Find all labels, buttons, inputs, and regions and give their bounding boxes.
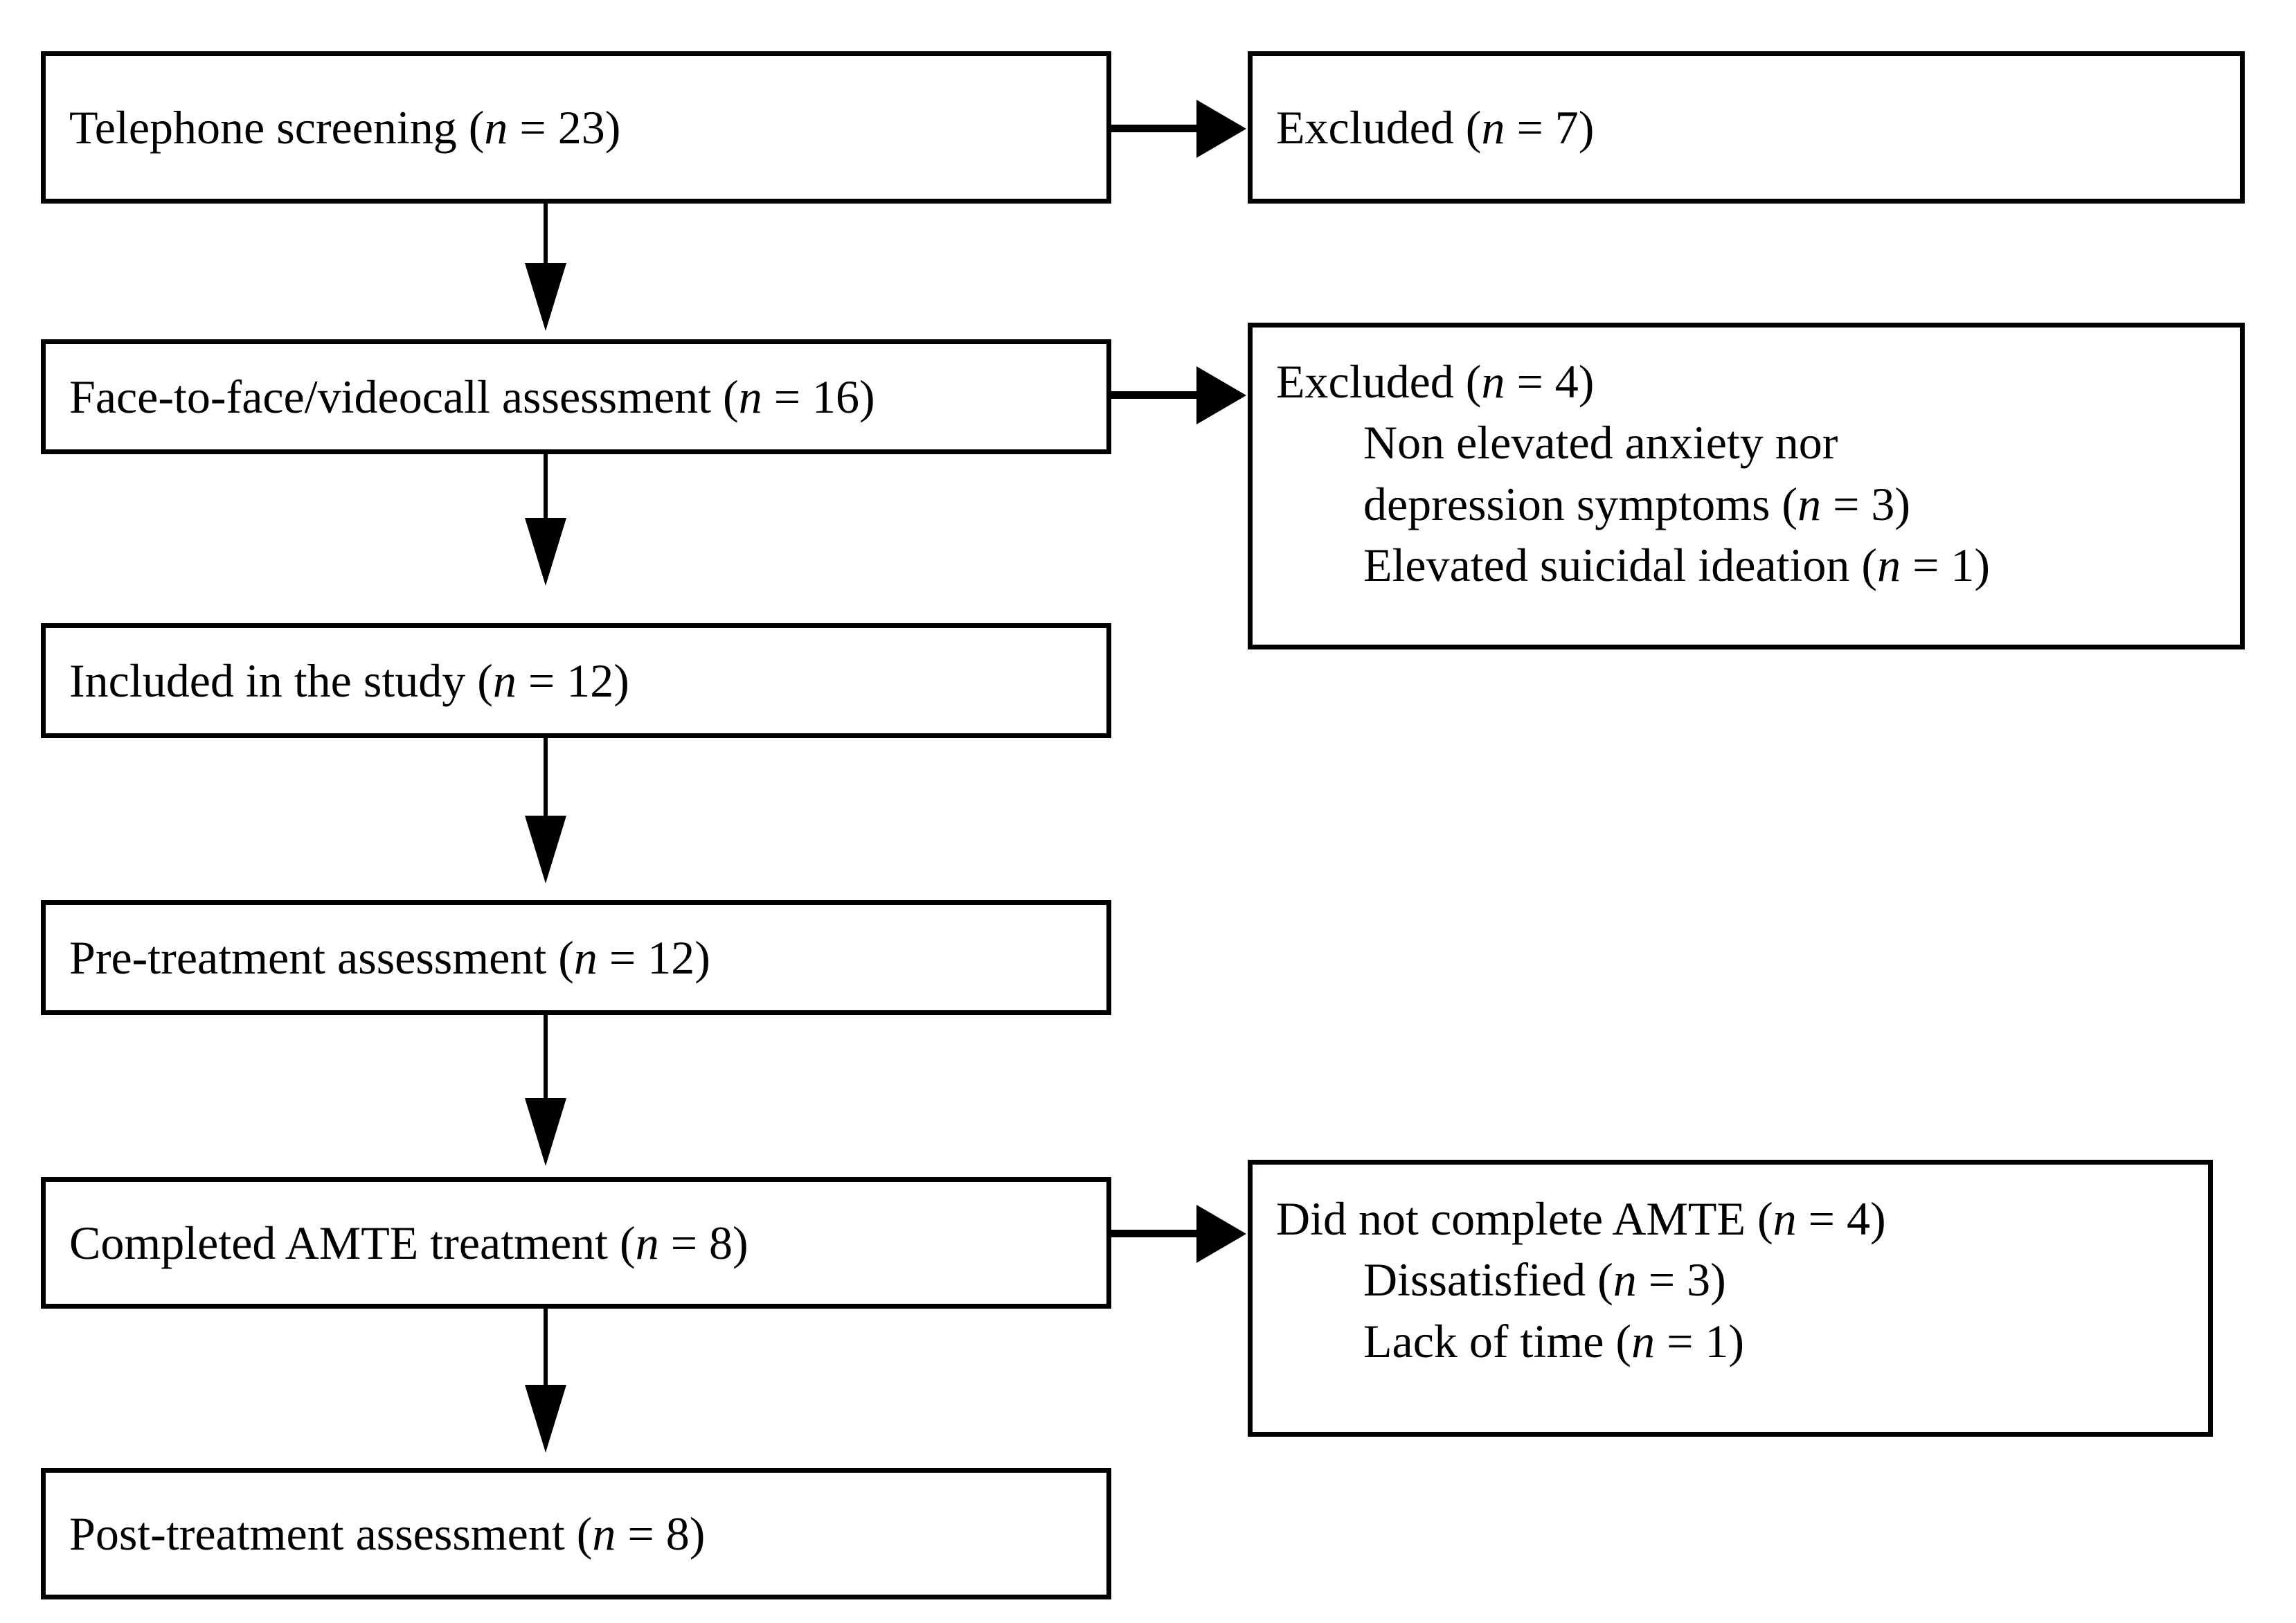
node-telephone-screening-label: Telephone screening (n = 23) bbox=[46, 97, 1106, 158]
node-completed-amte-label: Completed AMTE treatment (n = 8) bbox=[46, 1212, 1106, 1273]
label-text: Included in the study ( bbox=[69, 654, 493, 707]
edge-assessment-to-included-line bbox=[544, 454, 548, 537]
node-excluded-1: Excluded (n = 7) bbox=[1248, 51, 2245, 204]
n-symbol: n bbox=[1797, 477, 1822, 530]
edge-screening-to-assessment-arrowhead bbox=[525, 263, 566, 331]
n-value: = 8) bbox=[616, 1507, 706, 1560]
node-included-in-study: Included in the study (n = 12) bbox=[41, 623, 1111, 738]
edge-screening-to-assessment-line bbox=[544, 204, 548, 280]
node-completed-amte: Completed AMTE treatment (n = 8) bbox=[41, 1177, 1111, 1309]
label-text: Face-to-face/videocall assessment ( bbox=[69, 370, 739, 423]
n-value: = 7) bbox=[1505, 100, 1595, 154]
node-did-not-complete-amte: Did not complete AMTE (n = 4) Dissatisfi… bbox=[1248, 1160, 2213, 1437]
n-symbol: n bbox=[1773, 1192, 1797, 1245]
n-value: = 4) bbox=[1505, 355, 1595, 408]
n-symbol: n bbox=[1613, 1253, 1637, 1307]
node-excluded-1-label: Excluded (n = 7) bbox=[1253, 97, 2240, 158]
n-value: = 12) bbox=[516, 654, 629, 707]
n-symbol: n bbox=[1631, 1314, 1656, 1368]
node-post-treatment-assessment-label: Post-treatment assessment (n = 8) bbox=[46, 1503, 1106, 1564]
n-symbol: n bbox=[1481, 355, 1505, 408]
n-symbol: n bbox=[1877, 539, 1901, 592]
n-value: = 12) bbox=[597, 931, 710, 984]
n-symbol: n bbox=[1481, 100, 1505, 154]
edge-pretreatment-to-completed-arrowhead bbox=[525, 1098, 566, 1166]
node-assessment: Face-to-face/videocall assessment (n = 1… bbox=[41, 339, 1111, 454]
n-value: = 3) bbox=[1636, 1253, 1726, 1307]
edge-completed-to-didnotcomplete-line bbox=[1109, 1230, 1219, 1237]
n-symbol: n bbox=[573, 931, 598, 984]
label-text: Elevated suicidal ideation ( bbox=[1363, 539, 1878, 592]
n-value: = 8) bbox=[658, 1216, 748, 1269]
label-text: Excluded ( bbox=[1276, 355, 1482, 408]
n-value: = 3) bbox=[1821, 477, 1911, 530]
edge-completed-to-posttreatment-arrowhead bbox=[525, 1385, 566, 1453]
node-excluded-2-reason-1-line-1: Non elevated anxiety nor bbox=[1363, 416, 1838, 469]
node-included-in-study-label: Included in the study (n = 12) bbox=[46, 650, 1106, 711]
edge-completed-to-posttreatment-line bbox=[544, 1309, 548, 1399]
label-text: Lack of time ( bbox=[1363, 1314, 1632, 1368]
node-pre-treatment-assessment-label: Pre-treatment assessment (n = 12) bbox=[46, 927, 1106, 988]
node-did-not-complete-amte-title: Did not complete AMTE (n = 4) bbox=[1253, 1188, 2208, 1249]
edge-included-to-pretreatment-arrowhead bbox=[525, 816, 566, 884]
n-symbol: n bbox=[484, 100, 508, 154]
label-text: Telephone screening ( bbox=[69, 100, 485, 154]
edge-completed-to-didnotcomplete-arrowhead bbox=[1196, 1205, 1246, 1263]
n-symbol: n bbox=[592, 1507, 616, 1560]
edge-assessment-to-excluded2-arrowhead bbox=[1196, 366, 1246, 424]
n-symbol: n bbox=[738, 370, 762, 423]
label-text: Excluded ( bbox=[1276, 100, 1482, 154]
edge-pretreatment-to-completed-line bbox=[544, 1015, 548, 1112]
node-excluded-2-reason-2: Elevated suicidal ideation (n = 1) bbox=[1253, 535, 2240, 595]
node-telephone-screening: Telephone screening (n = 23) bbox=[41, 51, 1111, 204]
node-excluded-2-title: Excluded (n = 4) bbox=[1253, 351, 2240, 412]
n-symbol: n bbox=[492, 654, 517, 707]
node-excluded-2-reason-1-line-2: depression symptoms (n = 3) bbox=[1253, 474, 2240, 535]
n-value: = 4) bbox=[1796, 1192, 1886, 1245]
n-value: = 1) bbox=[1655, 1314, 1745, 1368]
node-did-not-complete-amte-reason-2: Lack of time (n = 1) bbox=[1253, 1311, 2208, 1372]
edge-assessment-to-excluded2-line bbox=[1109, 391, 1219, 399]
node-did-not-complete-amte-reason-1: Dissatisfied (n = 3) bbox=[1253, 1249, 2208, 1310]
label-text: depression symptoms ( bbox=[1363, 477, 1798, 530]
node-excluded-2: Excluded (n = 4) Non elevated anxiety no… bbox=[1248, 323, 2245, 649]
n-value: = 1) bbox=[1901, 539, 1991, 592]
edge-screening-to-excluded1-line bbox=[1109, 125, 1219, 132]
label-text: Pre-treatment assessment ( bbox=[69, 931, 574, 984]
edge-screening-to-excluded1-arrowhead bbox=[1196, 100, 1246, 158]
n-value: = 23) bbox=[508, 100, 621, 154]
edge-included-to-pretreatment-line bbox=[544, 738, 548, 828]
node-post-treatment-assessment: Post-treatment assessment (n = 8) bbox=[41, 1468, 1111, 1599]
edge-assessment-to-included-arrowhead bbox=[525, 518, 566, 586]
label-text: Post-treatment assessment ( bbox=[69, 1507, 593, 1560]
node-assessment-label: Face-to-face/videocall assessment (n = 1… bbox=[46, 366, 1106, 427]
n-symbol: n bbox=[635, 1216, 659, 1269]
label-text: Did not complete AMTE ( bbox=[1276, 1192, 1773, 1245]
n-value: = 16) bbox=[762, 370, 875, 423]
label-text: Completed AMTE treatment ( bbox=[69, 1216, 636, 1269]
label-text: Dissatisfied ( bbox=[1363, 1253, 1613, 1307]
node-pre-treatment-assessment: Pre-treatment assessment (n = 12) bbox=[41, 900, 1111, 1015]
